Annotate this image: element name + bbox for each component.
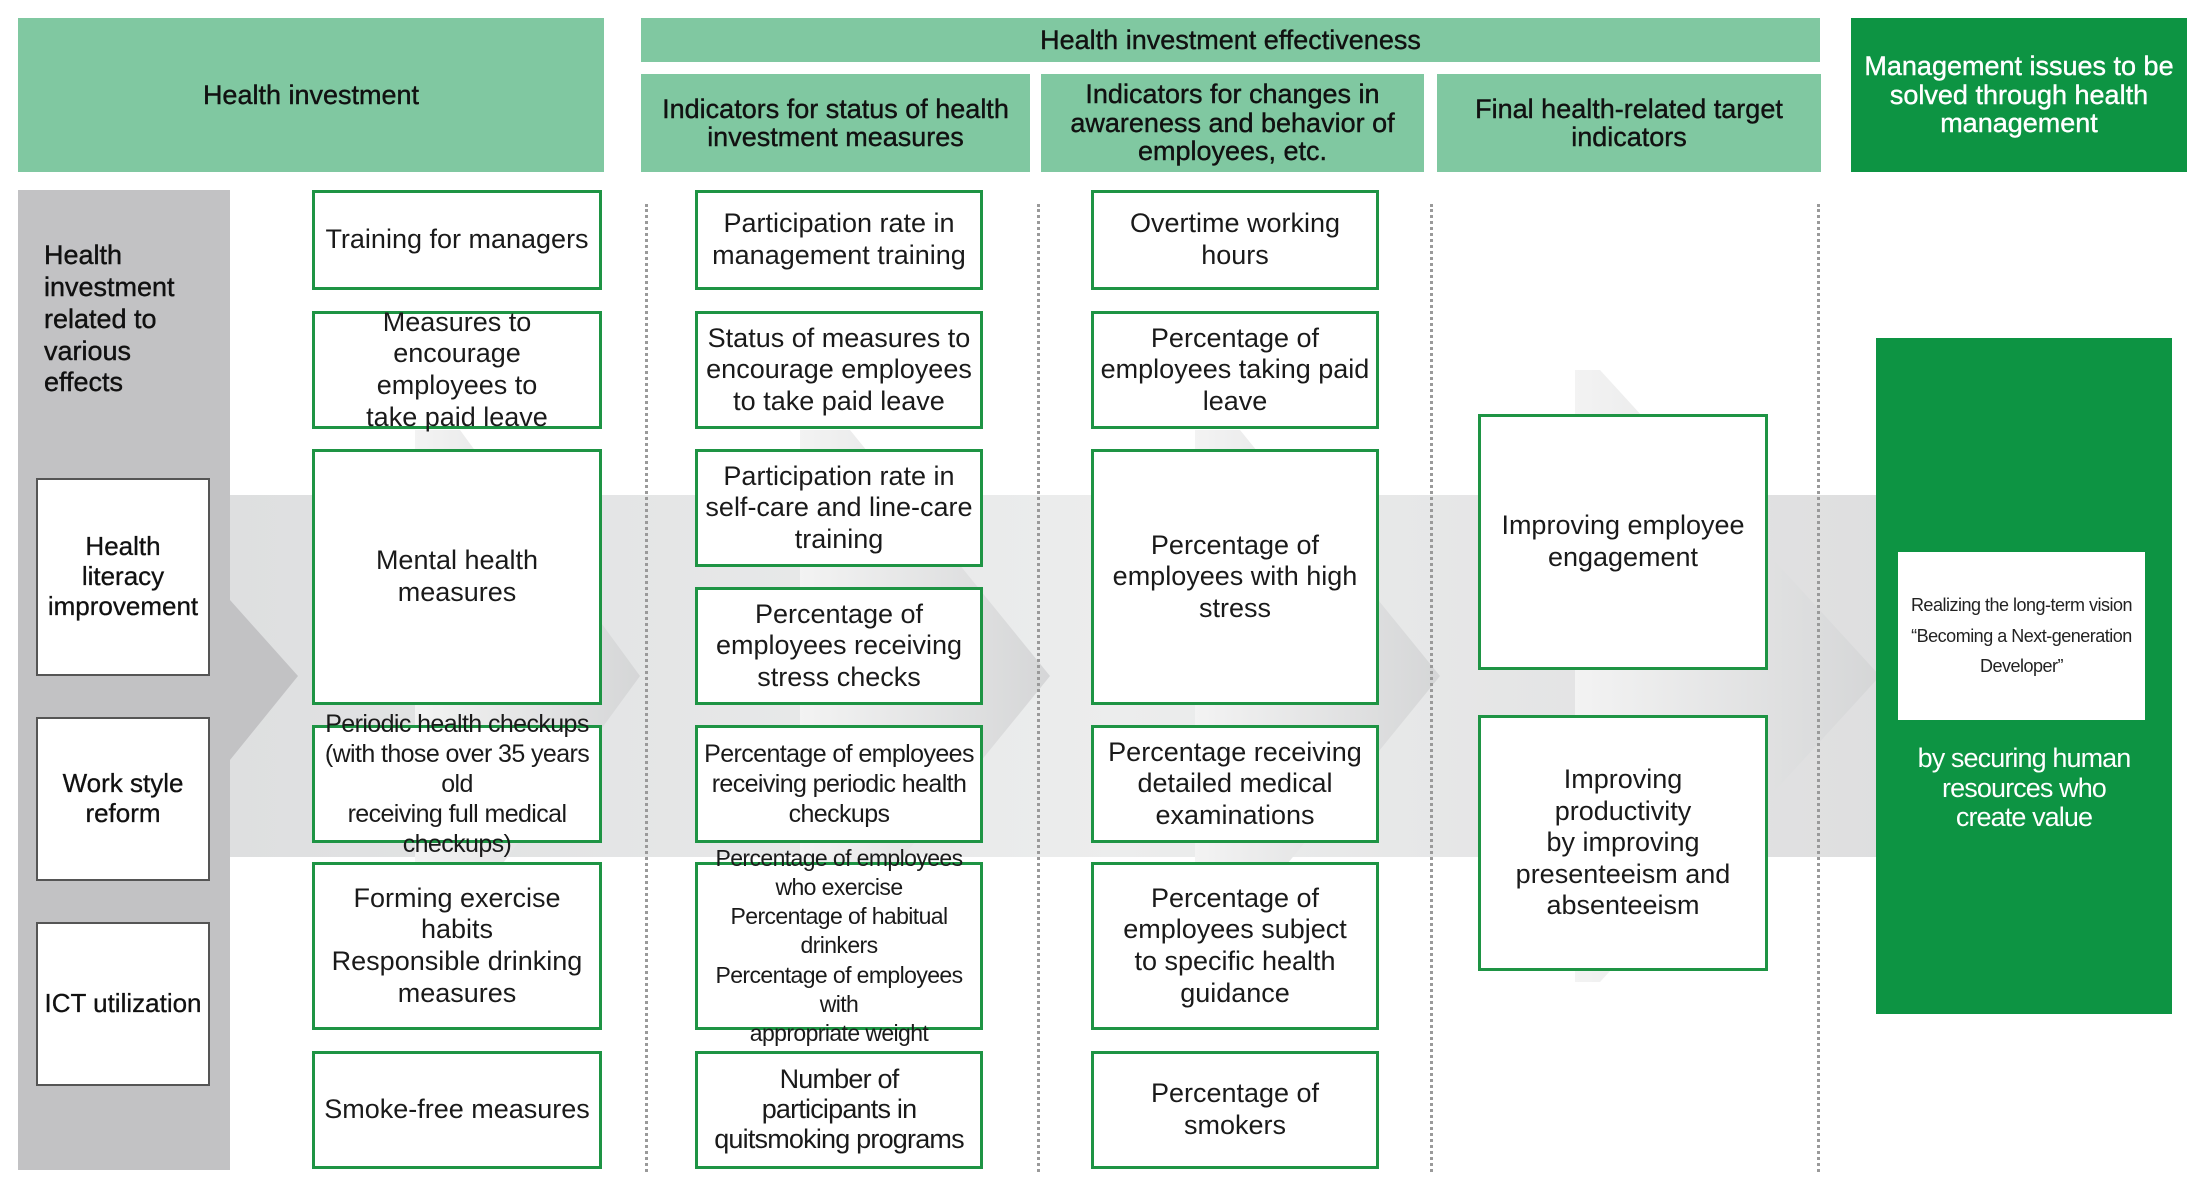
focus-health-literacy: Health literacy improvement [36, 478, 210, 676]
measure-mental-health: Mental health measures [312, 449, 602, 705]
awareness-overtime-hours: Overtime working hours [1091, 190, 1379, 290]
measure-training-managers: Training for managers [312, 190, 602, 290]
header-awareness-indicators: Indicators for changes in awareness and … [1041, 74, 1424, 172]
securing-human-resources: by securing human resources who create v… [1917, 743, 2132, 833]
measure-smoke-free: Smoke-free measures [312, 1051, 602, 1169]
awareness-health-guidance: Percentage of employees subject to speci… [1091, 862, 1379, 1030]
measure-health-checkups: Periodic health checkups (with those ove… [312, 710, 602, 858]
header-status-indicators: Indicators for status of health investme… [641, 74, 1030, 172]
status-paid-leave-measures: Status of measures to encourage employee… [695, 311, 983, 429]
final-employee-engagement: Improving employee engagement [1478, 414, 1768, 670]
long-term-vision: Realizing the long-term vision “Becoming… [1898, 552, 2145, 720]
awareness-paid-leave: Percentage of employees taking paid leav… [1091, 311, 1379, 429]
header-management-issues: Management issues to be solved through h… [1851, 18, 2187, 172]
header-health-investment: Health investment [18, 18, 604, 172]
header-effectiveness: Health investment effectiveness [641, 18, 1820, 62]
column-divider-4 [1817, 204, 1820, 1172]
header-final-indicators: Final health-related target indicators [1437, 74, 1821, 172]
status-exercise-drinkers-weight: Percentage of employees who exercise Per… [695, 845, 983, 1046]
status-stress-checks: Percentage of employees receiving stress… [695, 587, 983, 705]
column-divider-2 [1037, 204, 1040, 1172]
left-panel-title: Health investment related to various eff… [44, 240, 175, 398]
focus-work-style-reform: Work style reform [36, 717, 210, 881]
awareness-high-stress: Percentage of employees with high stress [1091, 449, 1379, 705]
column-divider-3 [1430, 204, 1433, 1172]
final-productivity: Improving productivity by improving pres… [1478, 715, 1768, 971]
status-periodic-checkups: Percentage of employees receiving period… [695, 725, 983, 843]
measure-paid-leave: Measures to encourage employees to take … [312, 307, 602, 432]
status-management-training: Participation rate in management trainin… [695, 190, 983, 290]
measure-exercise-drinking: Forming exercise habits Responsible drin… [312, 862, 602, 1030]
status-quitsmoking-participants: Number of participants in quitsmoking pr… [695, 1051, 983, 1169]
awareness-smokers: Percentage of smokers [1091, 1051, 1379, 1169]
status-selfcare-training: Participation rate in self-care and line… [695, 449, 983, 567]
focus-ict-utilization: ICT utilization [36, 922, 210, 1086]
column-divider-1 [645, 204, 648, 1172]
awareness-detailed-exams: Percentage receiving detailed medical ex… [1091, 725, 1379, 843]
